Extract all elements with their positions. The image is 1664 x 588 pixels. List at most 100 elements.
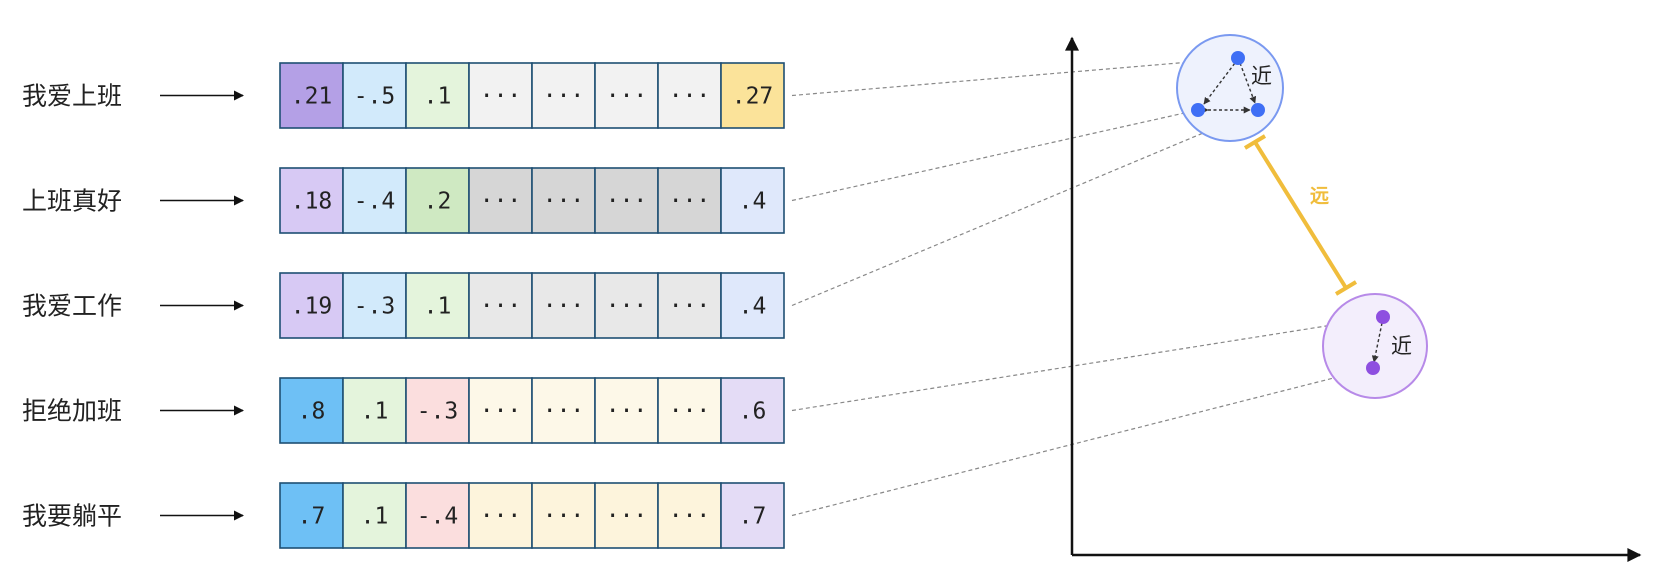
vector-cell-value: .7 — [739, 504, 767, 530]
vector-cell-value: -.4 — [417, 504, 459, 530]
vector-cell-value: ··· — [543, 504, 585, 530]
vector-cell — [405, 167, 470, 234]
projection-line — [791, 367, 1374, 517]
vector-cell-value: .6 — [739, 399, 767, 425]
vector-cell — [720, 482, 785, 549]
sentence-rows: 我爱上班 .21 -.5 .1 ··· ··· ··· ··· .27 上班真好 .18 -.4 .2 ·… — [22, 62, 785, 549]
vector-cell-value: ··· — [669, 504, 711, 530]
cluster-b-point-1 — [1376, 310, 1390, 324]
sentence-row: 上班真好.18-.4.2············.4 — [22, 167, 785, 234]
projection-line — [791, 109, 1259, 307]
vector-cell-value: .4 — [739, 189, 767, 215]
vector-cell-value: ··· — [606, 294, 648, 320]
cluster-a-point-2 — [1191, 103, 1205, 117]
far-label: 远 — [1310, 185, 1329, 207]
vector-cell — [405, 377, 470, 444]
vector-cell-value: .8 — [298, 399, 326, 425]
vector-cell-value: ··· — [480, 294, 522, 320]
vector-cell-value: .19 — [291, 294, 333, 320]
vector-cell — [720, 167, 785, 234]
vector-cell-value: -.3 — [354, 294, 396, 320]
coordinate-axes — [1065, 36, 1642, 562]
sentence-label: 我爱工作 — [22, 292, 122, 321]
near-arrow-b1 — [1371, 316, 1387, 363]
vector-cell-value: ··· — [480, 399, 522, 425]
vector-cell-value: ··· — [543, 189, 585, 215]
vector-cell-value: ··· — [606, 84, 648, 110]
projection-line — [791, 57, 1239, 97]
vector-cell — [468, 377, 533, 444]
cluster-a-circle — [1176, 34, 1284, 142]
near-label-a: 近 — [1251, 64, 1272, 88]
vector-cell — [594, 272, 659, 339]
sentence-row: 拒绝加班.8.1-.3············.6 — [22, 377, 785, 444]
vector-cell-value: .4 — [739, 294, 767, 320]
sentence-label: 拒绝加班 — [22, 397, 122, 426]
vector-cell — [657, 167, 722, 234]
sentence-row: 我要躺平 .7 .1 -.4 ··· ··· ··· ··· .7 — [22, 482, 785, 549]
vector-cell-value: ··· — [543, 399, 585, 425]
sentence-row: 我爱上班.21-.5.1············.27 — [22, 62, 785, 129]
vector-cell-value: ··· — [669, 84, 711, 110]
vector-cell-value: ··· — [669, 399, 711, 425]
vector-cell — [468, 167, 533, 234]
projection-line — [791, 316, 1384, 412]
vector-cell-value: .18 — [291, 189, 333, 215]
vector-cell-value: ··· — [480, 84, 522, 110]
sentence-row: 我爱工作.19-.3.1············.4 — [22, 272, 785, 339]
near-label-b: 近 — [1391, 334, 1412, 358]
vector-cell-value: ··· — [669, 189, 711, 215]
vector-cell — [279, 272, 344, 339]
vector-cell-value: -.3 — [417, 399, 459, 425]
vector-cell — [342, 167, 407, 234]
projection-connectors — [791, 57, 1384, 517]
cluster-a-point-1 — [1231, 51, 1245, 65]
vector-cell-value: ··· — [606, 504, 648, 530]
far-line-cap-top — [1243, 134, 1267, 150]
near-arrow-a1 — [1203, 51, 1245, 105]
vector-cell — [531, 272, 596, 339]
vector-cell — [594, 482, 659, 549]
vector-cell — [279, 377, 344, 444]
vector-cell-value: -.4 — [354, 189, 396, 215]
vector-cell — [594, 167, 659, 234]
cluster-negative-work: 近 — [1322, 293, 1428, 399]
sentence-label: 我要躺平 — [22, 502, 122, 531]
vector-cell — [405, 272, 470, 339]
vector-cell — [405, 482, 470, 549]
vector-cell-value: .1 — [361, 504, 389, 530]
sentence-label: 上班真好 — [22, 187, 122, 216]
vector-cell-value: .7 — [298, 504, 326, 530]
vector-cell-value: .1 — [424, 294, 452, 320]
far-distance-indicator: 远 — [1243, 134, 1358, 296]
vector-cell-value: ··· — [480, 189, 522, 215]
vector-cell — [279, 167, 344, 234]
vector-cell-value: -.5 — [354, 84, 396, 110]
vector-cell-value: .21 — [291, 84, 333, 110]
far-line — [1253, 140, 1348, 290]
vector-cell-value: ··· — [606, 399, 648, 425]
vector-cell — [405, 62, 470, 129]
vector-cell — [468, 482, 533, 549]
vector-cell — [342, 377, 407, 444]
vector-cell — [531, 377, 596, 444]
vector-cell — [342, 272, 407, 339]
vector-cell-value: ··· — [480, 504, 522, 530]
sentence-label: 我爱上班 — [22, 82, 122, 111]
vector-cell-value: .27 — [732, 84, 774, 110]
vector-cell — [342, 62, 407, 129]
vector-cell — [657, 272, 722, 339]
vector-cell-value: ··· — [543, 294, 585, 320]
vector-cell — [342, 482, 407, 549]
vector-cell — [657, 482, 722, 549]
vector-cell-value: .2 — [424, 189, 452, 215]
vector-cell — [720, 62, 785, 129]
vector-cell-value: ··· — [543, 84, 585, 110]
cluster-a-point-3 — [1251, 103, 1265, 117]
cluster-positive-work: 近 — [1176, 34, 1284, 142]
vector-cell — [720, 377, 785, 444]
projection-line — [791, 109, 1199, 202]
near-arrow-a2 — [1234, 55, 1257, 104]
cluster-b-point-2 — [1366, 361, 1380, 375]
